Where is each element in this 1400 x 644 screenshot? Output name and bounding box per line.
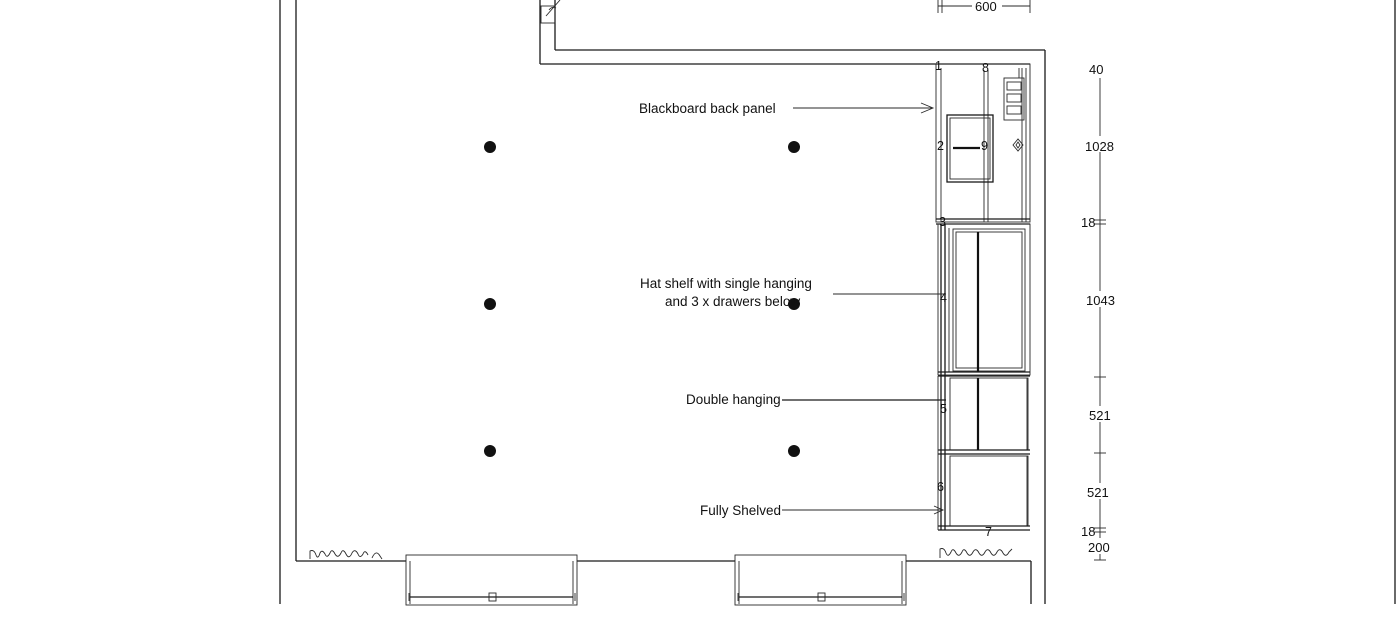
dimension-1043: 1043	[1086, 293, 1115, 308]
dimension-18-lower: 18	[1081, 524, 1095, 539]
label-hat-shelf-line2: and 3 x drawers below	[665, 294, 800, 309]
window-left	[405, 554, 578, 606]
section-numbers: 1 2 3 4 5 6 7 8 9	[935, 59, 992, 539]
section-number-7: 7	[985, 525, 992, 539]
annotations: Blackboard back panel Hat shelf with sin…	[639, 101, 946, 518]
section-number-6: 6	[937, 480, 944, 494]
label-double-hanging: Double hanging	[686, 392, 781, 407]
label-fully-shelved: Fully Shelved	[700, 503, 781, 518]
label-hat-shelf-line1: Hat shelf with single hanging	[640, 276, 812, 291]
window-right	[734, 554, 907, 606]
radiator-symbol-right	[939, 548, 1013, 558]
ceiling-lights	[484, 141, 800, 457]
radiator-symbol-left	[309, 550, 383, 560]
wardrobe-run	[935, 63, 1031, 531]
section-number-2: 2	[937, 139, 944, 153]
room-walls	[279, 0, 1396, 604]
section-number-4: 4	[940, 291, 947, 305]
dimension-1028: 1028	[1085, 139, 1114, 154]
dimension-600: 600	[975, 0, 997, 14]
label-blackboard-back-panel: Blackboard back panel	[639, 101, 776, 116]
dimension-521-upper: 521	[1089, 408, 1111, 423]
dimension-vertical-chain: 40 1028 18 1043 521 521 18 200	[1081, 62, 1118, 561]
section-number-8: 8	[982, 61, 989, 75]
section-number-1: 1	[935, 59, 942, 73]
section-number-3: 3	[939, 215, 946, 229]
dimension-40: 40	[1089, 62, 1103, 77]
section-number-5: 5	[940, 402, 947, 416]
section-number-9: 9	[981, 139, 988, 153]
dimension-521-lower: 521	[1087, 485, 1109, 500]
dimension-18-upper: 18	[1081, 215, 1095, 230]
door-fragment	[540, 0, 561, 24]
dimension-top-width: 600	[937, 0, 1031, 14]
dimension-200: 200	[1088, 540, 1110, 555]
